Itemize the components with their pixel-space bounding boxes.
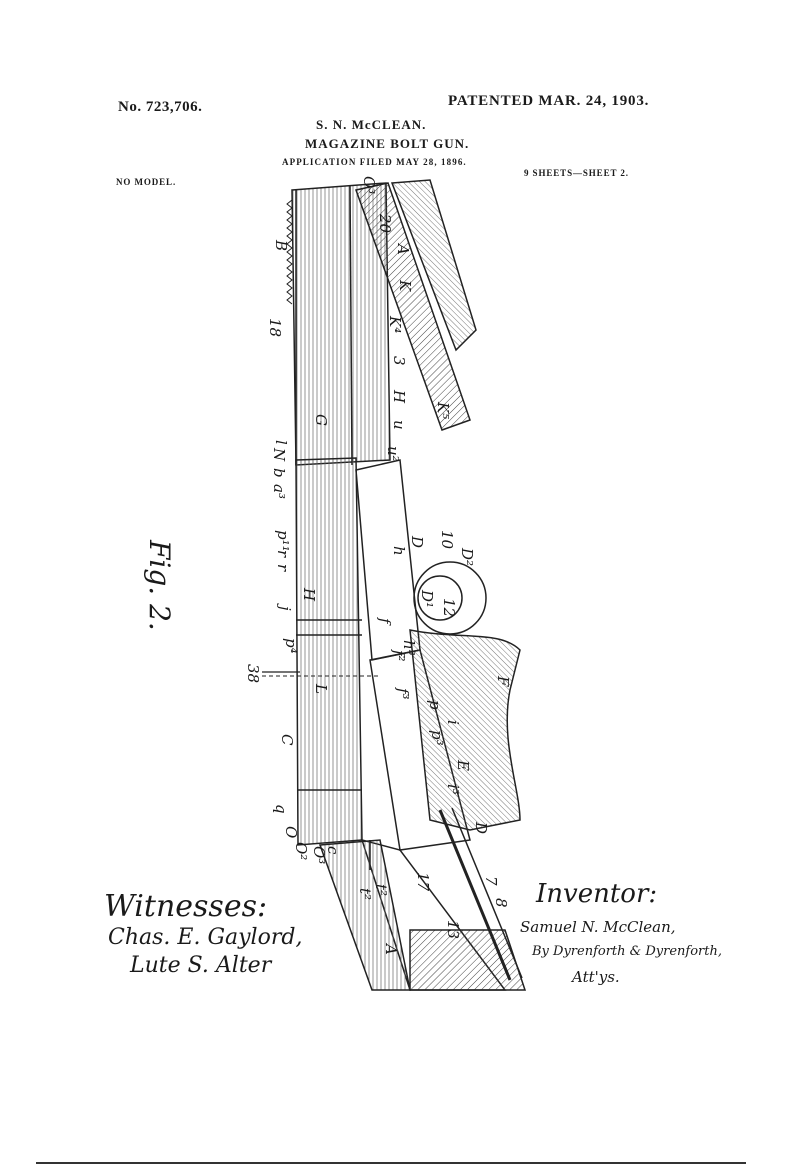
ref-38: E (454, 760, 472, 771)
section-label: 38 (244, 664, 262, 684)
ref-25: K⁴ (386, 316, 404, 334)
witness-signature-2: Lute S. Alter (130, 953, 272, 978)
ref-48: 17 (414, 872, 432, 892)
ref-40: f (376, 618, 394, 624)
ref-29: u² (384, 446, 402, 462)
witness-signature-1: Chas. E. Gaylord, (108, 925, 303, 950)
ref-11: H (300, 588, 318, 602)
bottom-border-line (36, 1162, 746, 1164)
ref-46: i³ (444, 784, 462, 795)
ref-7: p¹¹ (274, 530, 292, 552)
figure-label: Fig. 2. (143, 540, 176, 631)
ref-47: D (472, 822, 490, 835)
receiver-frame (262, 179, 527, 991)
ref-34: 10 (438, 530, 456, 550)
ref-22: 20 (376, 214, 394, 234)
ref-4: l (272, 440, 290, 445)
ref-50: 8 (492, 898, 510, 908)
ref-31: D (408, 536, 426, 549)
ref-52: A (382, 944, 400, 955)
model-note: NO MODEL. (116, 177, 177, 187)
ref-53: t² (356, 888, 374, 901)
ref-0: B (272, 240, 290, 252)
ref-19: c (324, 846, 342, 855)
ref-41: f² (390, 650, 408, 662)
ref-21: O³ (360, 176, 378, 195)
ref-2: G (312, 414, 330, 426)
ref-39: F (494, 676, 512, 687)
inventor-signature: Samuel N. McClean, (520, 918, 676, 936)
sheet-info: 9 SHEETS—SHEET 2. (524, 168, 629, 178)
inventor-label: Inventor: (536, 879, 658, 909)
attorneys-label: Att'ys. (572, 968, 620, 986)
ref-23: A (394, 244, 412, 255)
ref-17: O² (292, 842, 310, 861)
ref-20: t² (372, 884, 390, 897)
ref-45: i (444, 720, 462, 725)
patent-title: MAGAZINE BOLT GUN. (305, 136, 470, 151)
ref-36: h (390, 546, 408, 556)
ref-14: L (312, 684, 330, 694)
ref-42: f³ (394, 688, 412, 700)
ref-32: D¹ (418, 590, 436, 609)
ref-24: K (396, 280, 414, 292)
attorneys-by: By Dyrenforth & Dyrenforth, (532, 944, 722, 959)
ref-9: r (274, 564, 292, 572)
ref-3: N (270, 448, 288, 462)
ref-44: p³ (428, 730, 446, 746)
ref-49: 7 (482, 876, 500, 886)
witnesses-label: Witnesses: (104, 889, 268, 924)
patented-date: PATENTED MAR. 24, 1903. (448, 93, 650, 109)
ref-26: 3 (390, 356, 408, 366)
patent-number: No. 723,706. (118, 99, 203, 115)
ref-43: p (426, 700, 444, 710)
ref-6: a³ (270, 484, 288, 499)
ref-5: b (270, 468, 288, 478)
ref-8: r (274, 550, 292, 558)
application-filed: APPLICATION FILED MAY 28, 1896. (282, 157, 467, 167)
inventor-name-header: S. N. McCLEAN. (316, 117, 427, 132)
ref-27: H (390, 390, 408, 404)
ref-12: p⁴ (282, 638, 300, 654)
ref-15: q (272, 804, 290, 814)
ref-10: j (276, 606, 294, 611)
ref-35: 12 (440, 598, 458, 618)
ref-1: 18 (266, 318, 284, 338)
ref-16: O (282, 826, 300, 839)
ref-30: K⁵ (434, 402, 452, 420)
ref-13: C (278, 734, 296, 746)
ref-33: D² (458, 548, 476, 567)
ref-28: u (390, 420, 408, 430)
ref-51: 13 (444, 920, 462, 940)
